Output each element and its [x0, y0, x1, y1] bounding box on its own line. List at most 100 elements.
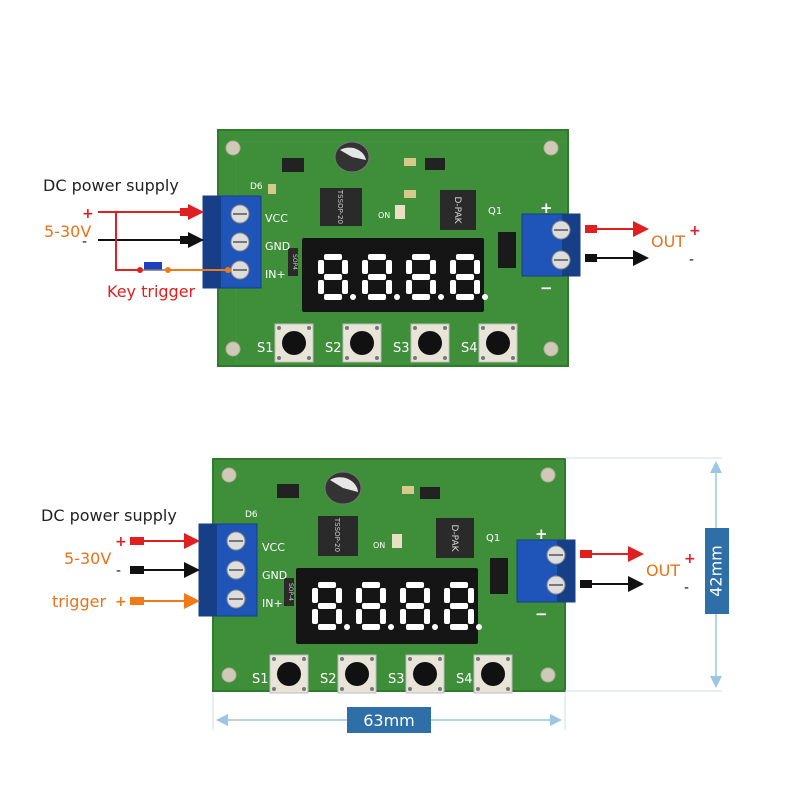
pin-gnd-label: GND: [265, 240, 290, 253]
diode: [282, 158, 304, 172]
segment: [450, 280, 456, 294]
segment: [406, 624, 424, 630]
decimal-point: [344, 624, 350, 630]
tactile-button-s4[interactable]: S4: [461, 323, 518, 363]
tactile-button-s3[interactable]: S3: [388, 654, 445, 694]
input-terminal-block: [198, 523, 258, 617]
svg-text:TSSOP-20: TSSOP-20: [336, 189, 344, 224]
segment: [412, 274, 430, 280]
seven-segment-digit: [400, 582, 438, 630]
supply-label: DC power supply: [41, 506, 177, 525]
output-minus-label: −: [535, 605, 548, 623]
button-row: S1 S2 S3 S4: [257, 323, 518, 363]
segment: [444, 588, 450, 603]
segment: [386, 260, 392, 274]
segment: [368, 254, 386, 260]
segment: [444, 609, 450, 624]
segment: [362, 624, 380, 630]
button-label: S4: [456, 672, 473, 687]
mosfet: [440, 190, 476, 230]
segment: [412, 254, 430, 260]
segment: [362, 260, 368, 274]
segment: [356, 609, 362, 624]
segment: [368, 294, 386, 300]
tactile-button-s2[interactable]: S2: [320, 654, 377, 694]
segment: [324, 294, 342, 300]
led-label: ON: [378, 211, 390, 220]
segment: [336, 588, 342, 603]
decimal-point: [432, 624, 438, 630]
segment: [386, 280, 392, 294]
decimal-point: [482, 294, 488, 300]
segment: [324, 254, 342, 260]
decimal-point: [388, 624, 394, 630]
segment: [450, 624, 468, 630]
mount-hole: [221, 467, 237, 483]
tactile-button-s3[interactable]: S3: [393, 323, 450, 363]
seven-segment-digit: [356, 582, 394, 630]
decimal-point: [438, 294, 444, 300]
segment: [380, 609, 386, 624]
svg-text:SOP-4: SOP-4: [287, 583, 294, 601]
segment: [336, 609, 342, 624]
segment: [406, 280, 412, 294]
segment: [468, 588, 474, 603]
decimal-point: [350, 294, 356, 300]
display-digits: [312, 582, 482, 630]
tactile-button-s2[interactable]: S2: [325, 323, 382, 363]
segment: [318, 260, 324, 274]
button-row: S1 S2 S3 S4: [252, 654, 513, 694]
ic-chip: [318, 516, 358, 556]
q1-label: Q1: [488, 206, 502, 217]
width-dimension-box: [347, 707, 431, 733]
pin-in-label: IN+: [265, 268, 286, 281]
segment: [430, 280, 436, 294]
plus-sign: +: [115, 534, 127, 550]
segment: [474, 280, 480, 294]
key-switch: [144, 262, 162, 270]
out-plus-sign: +: [689, 223, 701, 239]
width-dimension-label: 63mm: [363, 711, 415, 730]
led-display: [302, 238, 484, 312]
seven-segment-digit: [406, 254, 444, 300]
svg-text:SOP4: SOP4: [291, 254, 298, 270]
segment: [400, 609, 406, 624]
segment: [406, 260, 412, 274]
tactile-button-s4[interactable]: S4: [456, 654, 513, 694]
voltage-label: 5-30V: [64, 549, 111, 568]
height-dimension-label: 42mm: [707, 545, 726, 597]
segment: [312, 609, 318, 624]
bottom-diagram: D6 TSSOP-20 D-PAK Q1 ON SOP-4 VCC GND IN…: [41, 457, 729, 733]
minus-sign: -: [82, 234, 87, 250]
led-label: ON: [373, 541, 385, 550]
segment: [450, 260, 456, 274]
voltage-label: 5-30V: [44, 222, 91, 241]
tactile-button-s1[interactable]: S1: [252, 654, 309, 694]
supply-label: DC power supply: [43, 176, 179, 195]
segment: [474, 260, 480, 274]
segment: [342, 280, 348, 294]
segment: [318, 280, 324, 294]
tactile-button-s1[interactable]: S1: [257, 323, 314, 363]
segment: [342, 260, 348, 274]
height-dimension-box: [705, 528, 729, 614]
button-label: S4: [461, 341, 478, 356]
diode-label: D6: [245, 510, 258, 520]
mount-hole: [225, 140, 241, 156]
pin-vcc-label: VCC: [262, 541, 285, 554]
mount-hole: [540, 667, 556, 683]
mount-hole: [543, 341, 559, 357]
segment: [468, 609, 474, 624]
input-terminal-block: [202, 195, 262, 289]
button-label: S2: [325, 341, 342, 356]
segment: [424, 588, 430, 603]
segment: [456, 294, 474, 300]
out-minus-sign: -: [684, 580, 689, 596]
display-digits: [318, 254, 488, 300]
trigger-label: Key trigger: [107, 282, 196, 301]
pin-in-label: IN+: [262, 597, 283, 610]
plus-sign: +: [82, 206, 94, 222]
mount-hole: [225, 341, 241, 357]
segment: [318, 603, 336, 609]
